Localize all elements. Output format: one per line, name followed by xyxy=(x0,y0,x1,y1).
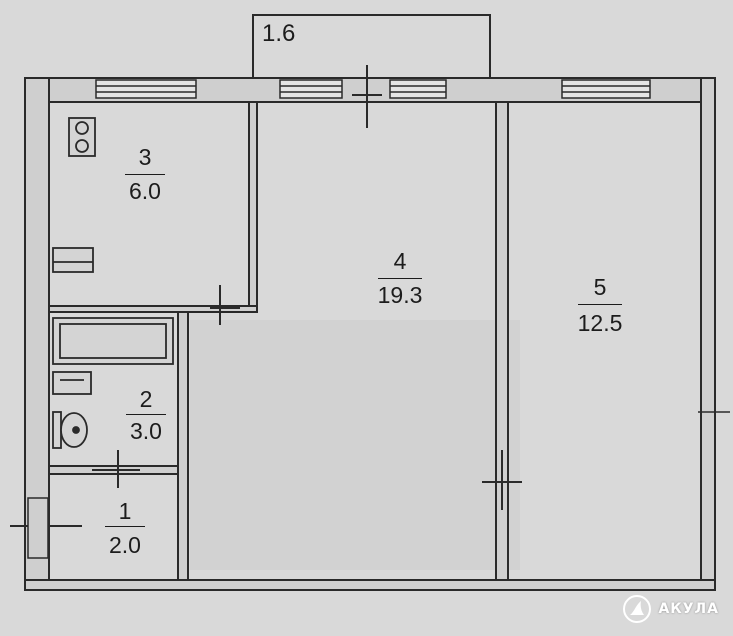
room-2-divider xyxy=(126,414,166,415)
window-1 xyxy=(95,79,197,99)
room-1-divider xyxy=(105,526,145,527)
room-3-number: 3 xyxy=(138,144,152,170)
entrance-frame xyxy=(27,497,49,559)
room-4-divider xyxy=(378,278,422,279)
shark-fin-icon xyxy=(623,595,652,623)
wall-4-5 xyxy=(495,101,509,581)
room-5-divider xyxy=(578,304,622,305)
room-4-area: 19.3 xyxy=(377,282,423,308)
room-2-number: 2 xyxy=(139,386,153,412)
washbasin-icon xyxy=(52,371,92,395)
balcony-area-label: 1.6 xyxy=(262,20,296,47)
wall-3-4 xyxy=(248,101,258,309)
wall-3-bottom xyxy=(48,305,258,313)
room-1-number: 1 xyxy=(118,498,132,524)
bathtub-icon xyxy=(52,317,174,365)
windows xyxy=(95,79,651,99)
watermark-text: АКУЛА xyxy=(658,601,719,617)
right-wall xyxy=(700,77,716,584)
room-4-number: 4 xyxy=(393,248,407,274)
window-2 xyxy=(279,79,343,99)
balcony xyxy=(252,14,491,78)
room-5-number: 5 xyxy=(593,274,607,300)
kitchen-sink-icon xyxy=(52,247,94,273)
wall-2-4 xyxy=(177,311,189,581)
balcony-door-marker xyxy=(352,65,382,128)
room-5-area: 12.5 xyxy=(577,310,623,336)
paper-smudge xyxy=(190,320,520,570)
door-bathroom xyxy=(92,450,140,488)
door-room-5 xyxy=(482,450,522,510)
bottom-wall xyxy=(24,579,716,591)
window-3 xyxy=(389,79,447,99)
door-kitchen xyxy=(210,285,240,325)
watermark: АКУЛА xyxy=(622,594,719,624)
window-4 xyxy=(561,79,651,99)
stove-icon xyxy=(68,117,96,157)
room-2-area: 3.0 xyxy=(130,418,162,444)
room-3-divider xyxy=(125,174,165,175)
room-1-area: 2.0 xyxy=(109,532,141,558)
toilet-icon xyxy=(52,411,88,449)
room-3-area: 6.0 xyxy=(129,178,161,204)
